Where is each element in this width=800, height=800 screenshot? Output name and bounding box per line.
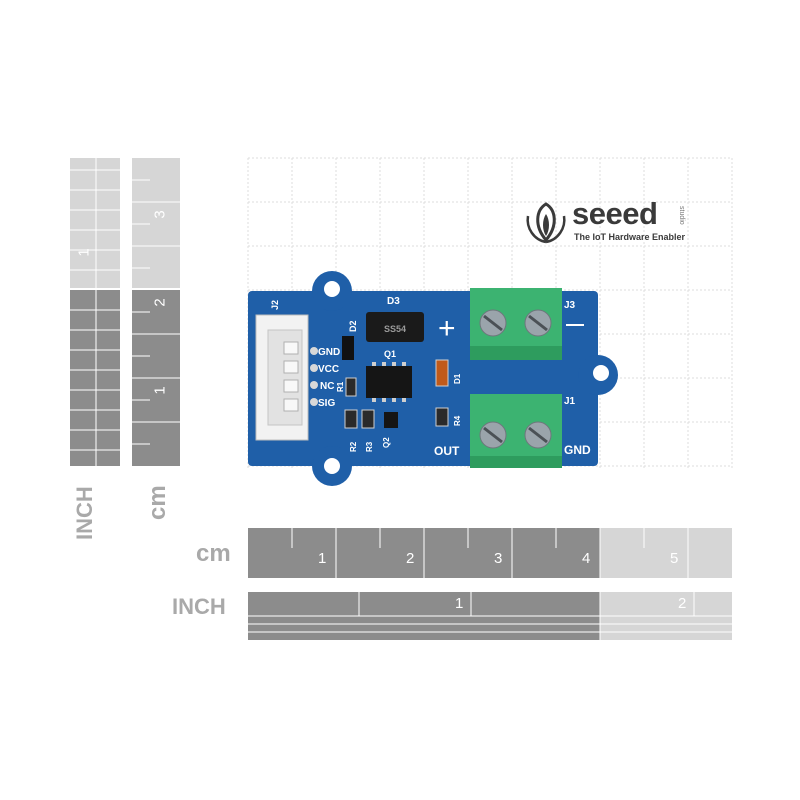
resistor-r4 bbox=[435, 407, 449, 427]
label-gnd-right: GND bbox=[564, 443, 591, 457]
cm-number-2: 2 bbox=[406, 550, 415, 567]
label-j2: J2 bbox=[270, 300, 280, 310]
label-sig: SIG bbox=[318, 398, 335, 409]
vertical-cm-number-2: 2 bbox=[151, 298, 169, 307]
cm-number-5: 5 bbox=[670, 550, 679, 567]
cm-number-1: 1 bbox=[318, 550, 327, 567]
label-r2: R2 bbox=[349, 441, 358, 452]
label-d1: D1 bbox=[453, 373, 462, 384]
label-d2: D2 bbox=[348, 320, 358, 332]
vertical-cm-ruler bbox=[132, 158, 180, 466]
chip-q1 bbox=[366, 362, 412, 402]
vertical-cm-number-1: 1 bbox=[151, 386, 169, 395]
horizontal-cm-label: cm bbox=[196, 540, 231, 567]
vertical-inch-label: INCH bbox=[72, 486, 97, 540]
horizontal-cm-ruler bbox=[248, 528, 732, 578]
cm-number-4: 4 bbox=[582, 550, 591, 567]
label-j3: J3 bbox=[564, 300, 576, 311]
diode-d1 bbox=[435, 359, 449, 387]
label-vcc: VCC bbox=[318, 364, 339, 375]
terminal-block-j3 bbox=[470, 288, 562, 360]
horizontal-inch-label: INCH bbox=[172, 594, 226, 619]
label-r4: R4 bbox=[453, 415, 462, 426]
pcb-board: J2 D2 D3 SS54 Q1 GND VCC NC SIG R1 R2 R3… bbox=[248, 271, 618, 486]
diode-d2 bbox=[342, 336, 354, 360]
resistor-r1 bbox=[345, 377, 357, 397]
label-r3: R3 bbox=[365, 441, 374, 452]
vertical-inch-ruler bbox=[70, 158, 120, 466]
label-plus: + bbox=[438, 312, 456, 345]
seeed-logo-icon bbox=[526, 202, 566, 244]
inch-number-2: 2 bbox=[678, 595, 687, 612]
diode-d3 bbox=[366, 312, 424, 342]
label-out: OUT bbox=[434, 444, 460, 458]
terminal-block-j1 bbox=[470, 394, 562, 468]
transistor-q2 bbox=[384, 412, 398, 428]
label-q1: Q1 bbox=[384, 349, 396, 359]
label-q2: Q2 bbox=[382, 437, 391, 448]
brand-name: seeed bbox=[572, 196, 658, 231]
brand-logo: seeed The IoT Hardware Enabler studio bbox=[520, 196, 700, 246]
vertical-cm-label: cm bbox=[144, 485, 171, 520]
label-nc: NC bbox=[320, 381, 334, 392]
grove-connector bbox=[255, 314, 309, 441]
horizontal-inch-ruler bbox=[248, 592, 732, 640]
label-j1: J1 bbox=[564, 396, 576, 407]
label-r1: R1 bbox=[336, 381, 345, 392]
cm-number-3: 3 bbox=[494, 550, 503, 567]
label-gnd: GND bbox=[318, 347, 340, 358]
label-d3: D3 bbox=[387, 296, 400, 307]
vertical-inch-number-1: 1 bbox=[75, 248, 93, 257]
resistor-r2 bbox=[344, 409, 358, 429]
resistor-r3 bbox=[361, 409, 375, 429]
brand-tagline: The IoT Hardware Enabler bbox=[574, 232, 686, 242]
vertical-cm-number-3: 3 bbox=[151, 210, 169, 219]
inch-number-1: 1 bbox=[455, 595, 464, 612]
brand-side-text: studio bbox=[678, 206, 685, 225]
chip-label-d3: SS54 bbox=[384, 324, 406, 334]
